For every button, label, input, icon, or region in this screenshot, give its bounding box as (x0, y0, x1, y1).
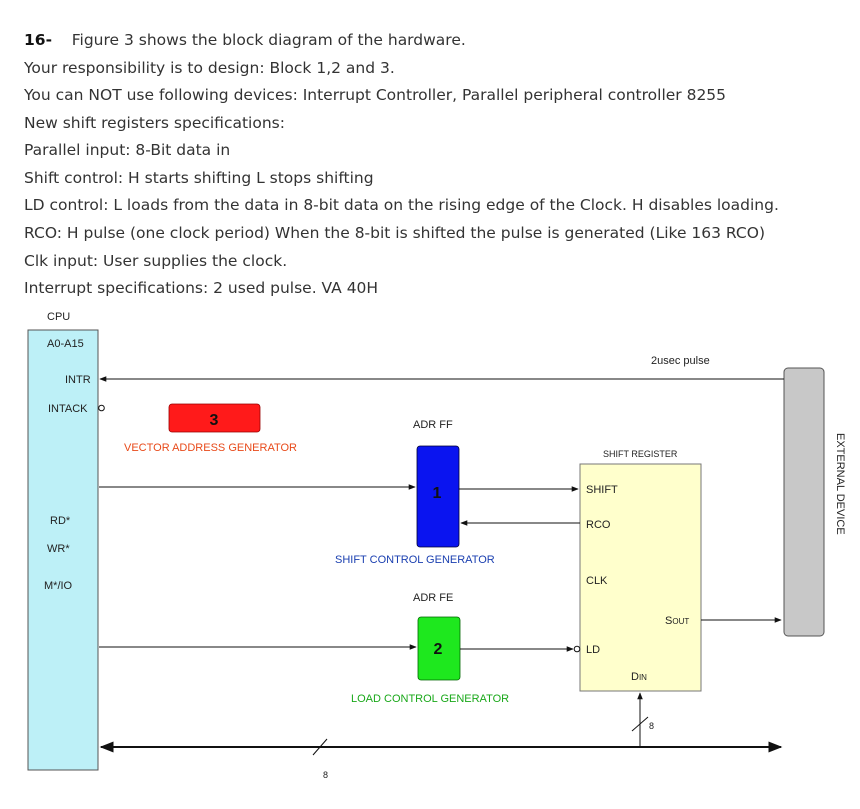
cpu-pin-mio: M*/IO (44, 580, 73, 592)
block2-address: ADR FE (413, 592, 453, 604)
question-line-10: Interrupt specifications: 2 used pulse. … (24, 279, 379, 297)
bus-width-label: 8 (323, 770, 328, 780)
ld-inversion-bubble (573, 645, 581, 653)
vector-address-generator-block (168, 403, 261, 433)
question-line-8: RCO: H pulse (one clock period) When the… (24, 224, 765, 242)
cpu-pin-rd: RD* (50, 515, 71, 527)
question-text-1: Figure 3 shows the block diagram of the … (71, 31, 466, 49)
question-line-7: LD control: L loads from the data in 8-b… (24, 196, 779, 214)
sr-pin-shift: SHIFT (586, 484, 618, 496)
question-line-3: You can NOT use following devices: Inter… (24, 86, 727, 104)
external-device-label: EXTERNAL DEVICE (834, 433, 846, 535)
sr-pin-rco: RCO (586, 519, 611, 531)
shift-control-generator-block (416, 445, 460, 548)
din-width-slash (631, 716, 649, 732)
question-line-4: New shift registers specifications: (24, 114, 285, 132)
sr-pin-sout: SOUT (665, 615, 689, 627)
intack-inversion-bubble (98, 404, 105, 412)
question-line-9: Clk input: User supplies the clock. (24, 252, 288, 270)
question-number: 16- (24, 31, 53, 49)
question-line-2: Your responsibility is to design: Block … (24, 59, 395, 77)
shift-register-block (579, 463, 702, 692)
din-width-label: 8 (649, 721, 654, 731)
block1-number: 1 (433, 485, 442, 502)
sr-pin-din: DIN (631, 671, 647, 683)
shift-register-title: SHIFT REGISTER (603, 449, 678, 459)
pulse-label: 2usec pulse (651, 355, 710, 367)
sr-pin-ld: LD (586, 644, 600, 656)
bus-width-slash (312, 738, 328, 756)
cpu-block (27, 329, 99, 771)
block1-address: ADR FF (413, 419, 453, 431)
external-device-block (783, 367, 825, 637)
cpu-pin-a0-a15: A0-A15 (47, 338, 84, 350)
block3-number: 3 (210, 412, 219, 429)
block2-number: 2 (434, 641, 443, 658)
question-line-5: Parallel input: 8-Bit data in (24, 141, 231, 159)
sr-pin-clk: CLK (586, 575, 608, 587)
cpu-pin-wr: WR* (47, 543, 70, 555)
cpu-title: CPU (47, 311, 70, 323)
question-line-1: 16- Figure 3 shows the block diagram of … (24, 31, 466, 49)
cpu-pin-intr: INTR (65, 374, 91, 386)
block3-label: VECTOR ADDRESS GENERATOR (124, 442, 297, 454)
block2-label: LOAD CONTROL GENERATOR (351, 693, 509, 705)
block1-label: SHIFT CONTROL GENERATOR (335, 554, 495, 566)
cpu-pin-intack: INTACK (48, 403, 88, 415)
question-line-6: Shift control: H starts shifting L stops… (24, 169, 374, 187)
